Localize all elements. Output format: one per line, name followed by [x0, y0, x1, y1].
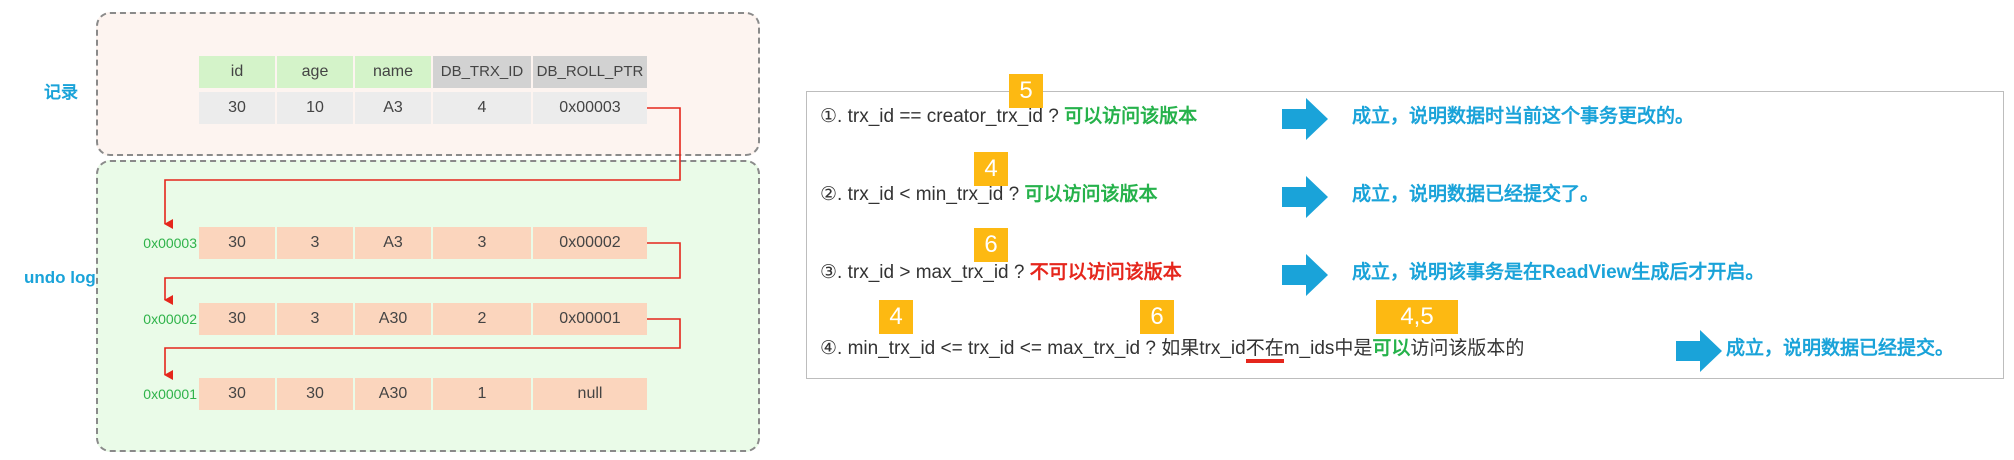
undo1-age: 3	[277, 227, 353, 259]
undo1-trx-id: 3	[433, 227, 531, 259]
rule-3: ③. trx_id > max_trx_id ? 不可以访问该版本	[820, 258, 1182, 288]
record-db-trx-id: 4	[433, 92, 531, 124]
badge-rule4-max: 6	[1140, 300, 1174, 334]
undo-addr-3: 0x00001	[143, 386, 197, 402]
rule1-arrow-icon	[1282, 98, 1328, 140]
roll-ptr-arrow-2	[164, 242, 681, 305]
undo-log-label: undo log	[24, 268, 96, 287]
rule4-mids: m_ids中是	[1283, 338, 1373, 359]
header-age: age	[277, 56, 353, 88]
rule4-verdict: 可以	[1372, 338, 1411, 359]
rule-2: ②. trx_id < min_trx_id ? 可以访问该版本	[820, 180, 1158, 210]
badge-rule3: 6	[974, 228, 1008, 262]
record-age: 10	[277, 92, 353, 124]
undo-addr-2: 0x00002	[143, 311, 197, 327]
header-name: name	[355, 56, 431, 88]
undo1-name: A3	[355, 227, 431, 259]
rule1-verdict: 可以访问该版本	[1064, 106, 1198, 127]
rule2-result: 成立，说明数据已经提交了。	[1352, 184, 1600, 205]
badge-rule2: 4	[974, 152, 1008, 186]
undo3-name: A30	[355, 378, 431, 410]
undo3-age: 30	[277, 378, 353, 410]
header-db-roll-ptr: DB_ROLL_PTR	[533, 56, 647, 88]
undo2-trx-id: 2	[433, 303, 531, 335]
record-id: 30	[199, 92, 275, 124]
rule4-condition: ④. min_trx_id <= trx_id <= max_trx_id ? …	[820, 338, 1246, 359]
badge-rule1: 5	[1009, 74, 1043, 108]
rule3-verdict: 不可以访问该版本	[1029, 262, 1182, 283]
roll-ptr-arrow-3	[164, 318, 681, 380]
record-name: A3	[355, 92, 431, 124]
rule4-not-in: 不在	[1245, 338, 1284, 363]
rule3-arrow-icon	[1282, 254, 1328, 296]
rule2-condition: ②. trx_id < min_trx_id ?	[820, 184, 1025, 205]
rule4-result: 成立，说明数据已经提交。	[1726, 338, 1955, 359]
undo-addr-1: 0x00003	[143, 235, 197, 251]
badge-rule4-min: 4	[879, 300, 913, 334]
rule3-condition: ③. trx_id > max_trx_id ?	[820, 262, 1030, 283]
rule1-condition: ①. trx_id == creator_trx_id ?	[820, 106, 1065, 127]
record-db-roll-ptr: 0x00003	[533, 92, 647, 124]
undo3-id: 30	[199, 378, 275, 410]
undo1-roll-ptr: 0x00002	[533, 227, 647, 259]
undo2-age: 3	[277, 303, 353, 335]
rule4-arrow-icon	[1676, 330, 1722, 372]
rule-1: ①. trx_id == creator_trx_id ? 可以访问该版本	[820, 102, 1197, 132]
rule1-result: 成立，说明数据时当前这个事务更改的。	[1352, 106, 1695, 127]
rule2-verdict: 可以访问该版本	[1024, 184, 1158, 205]
undo3-trx-id: 1	[433, 378, 531, 410]
undo2-id: 30	[199, 303, 275, 335]
record-label: 记录	[44, 83, 78, 102]
header-id: id	[199, 56, 275, 88]
undo2-roll-ptr: 0x00001	[533, 303, 647, 335]
undo2-name: A30	[355, 303, 431, 335]
rule3-result: 成立，说明该事务是在ReadView生成后才开启。	[1352, 262, 1765, 283]
header-db-trx-id: DB_TRX_ID	[433, 56, 531, 88]
badge-rule4-mids: 4,5	[1376, 300, 1458, 334]
undo1-id: 30	[199, 227, 275, 259]
rule-4: ④. min_trx_id <= trx_id <= max_trx_id ? …	[820, 334, 1524, 364]
rule4-suffix: 访问该版本的	[1410, 338, 1525, 359]
roll-ptr-arrow-1	[164, 107, 681, 229]
undo3-roll-ptr: null	[533, 378, 647, 410]
rule2-arrow-icon	[1282, 176, 1328, 218]
